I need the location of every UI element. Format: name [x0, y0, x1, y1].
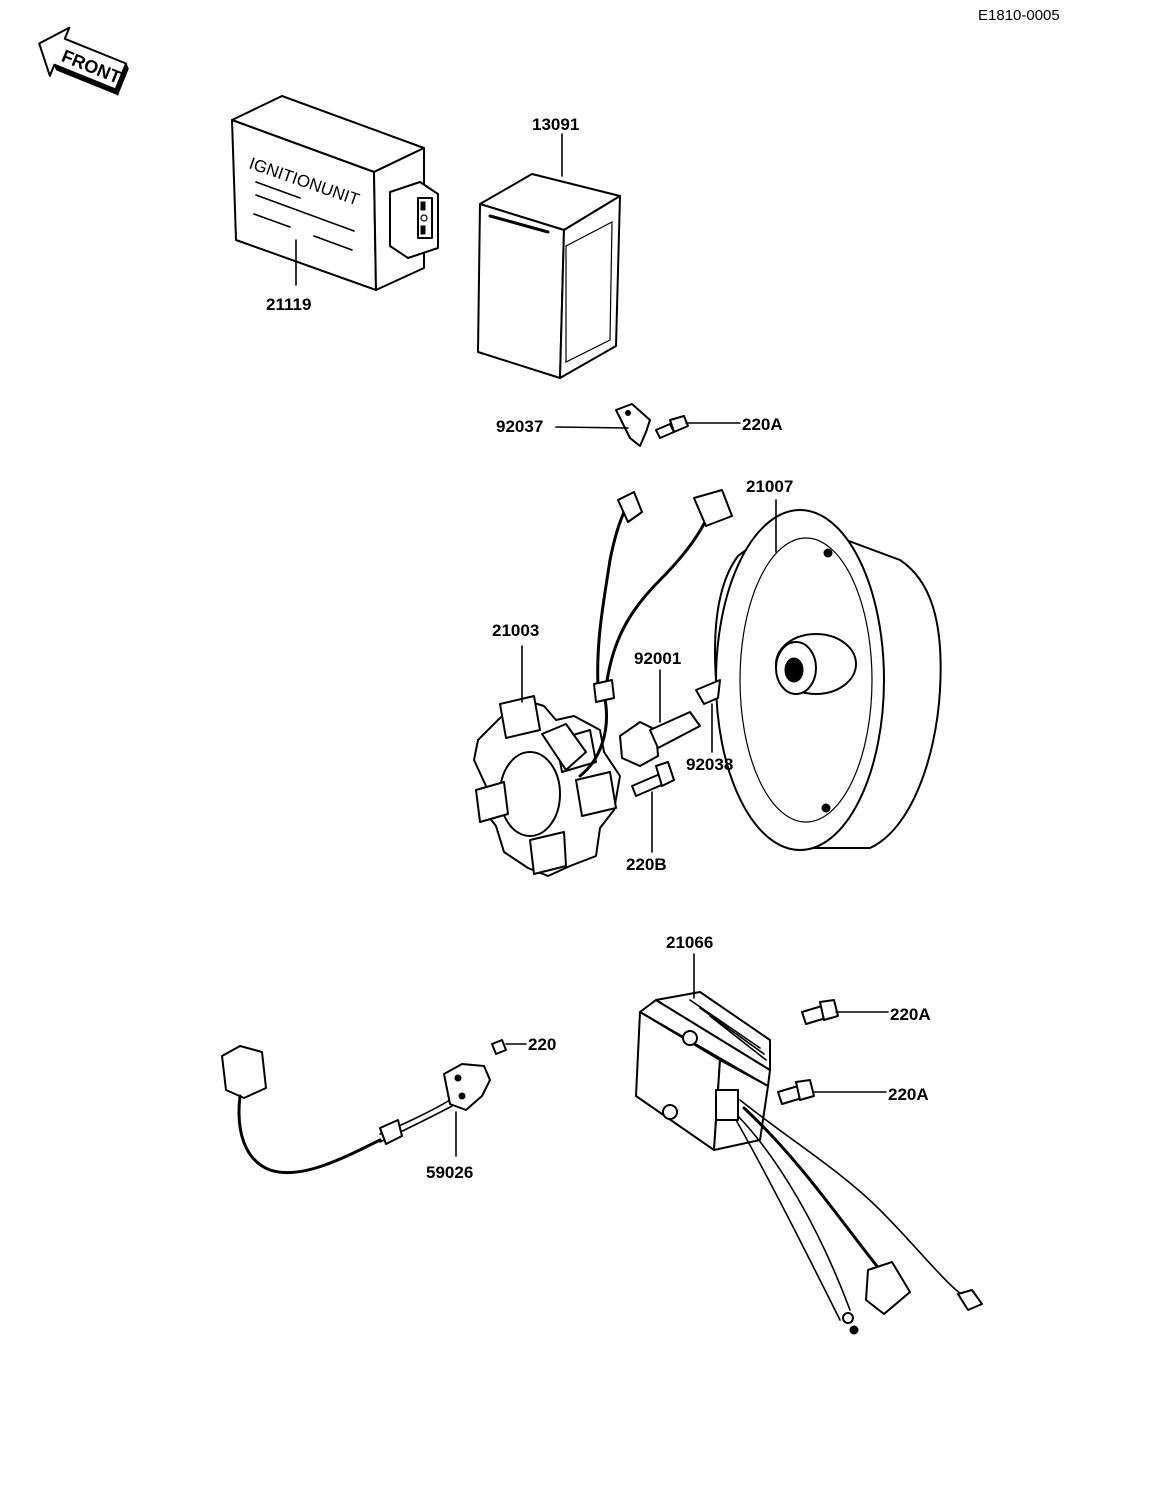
bracket	[555, 403, 651, 447]
part-number-92001: 92001	[634, 649, 681, 668]
rotor-bolt	[619, 669, 701, 767]
part-number-220: 220	[528, 1035, 556, 1054]
reference-code: E1810-0005	[978, 7, 1060, 24]
pickup-screw-icon	[491, 1039, 527, 1055]
part-number-59026: 59026	[426, 1163, 473, 1182]
part-number-220A-regulator-upper: 220A	[890, 1005, 931, 1024]
part-number-13091: 13091	[532, 115, 579, 134]
regulator-bolt-lower-icon	[777, 1079, 887, 1105]
bracket-bolt-icon	[655, 415, 741, 439]
stator	[473, 489, 733, 877]
part-number-21007: 21007	[746, 477, 793, 496]
part-number-92038: 92038	[686, 755, 733, 774]
box-cover	[477, 133, 621, 379]
flywheel	[713, 499, 942, 851]
woodruff-key	[695, 679, 721, 753]
part-number-21003: 21003	[492, 621, 539, 640]
part-number-220A-bracket: 220A	[742, 415, 783, 434]
ignition-unit: IGNITIONUNIT	[231, 95, 439, 291]
front-arrow-icon: FRONT	[38, 26, 129, 96]
pickup-coil	[221, 1045, 491, 1175]
part-number-21066: 21066	[666, 933, 713, 952]
part-number-220B: 220B	[626, 855, 667, 874]
part-number-220A-regulator-lower: 220A	[888, 1085, 929, 1104]
regulator	[635, 953, 983, 1335]
part-number-21119: 21119	[266, 295, 311, 314]
stator-screw	[631, 761, 675, 853]
regulator-bolt-upper-icon	[801, 999, 889, 1025]
part-number-92037: 92037	[496, 417, 543, 436]
